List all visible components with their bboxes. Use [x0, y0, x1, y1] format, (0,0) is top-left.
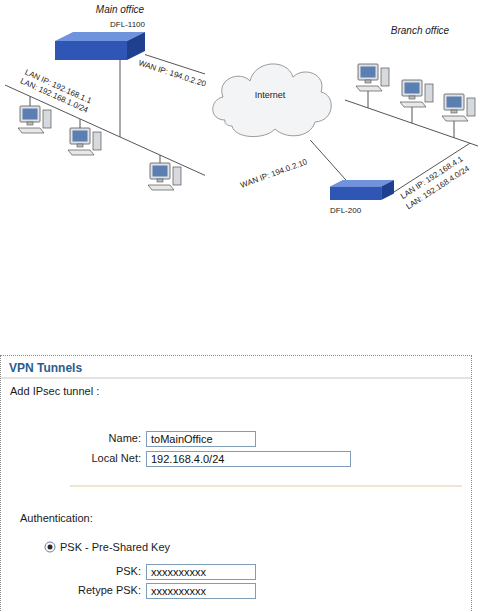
separator-rule [70, 486, 462, 487]
lan-cable [5, 85, 205, 175]
lan-cable [30, 96, 31, 106]
panel-heading: VPN Tunnels [9, 361, 82, 375]
section-label: Authentication: [20, 511, 93, 525]
lan-cable [120, 60, 121, 137]
field-value: xxxxxxxxxx [147, 565, 210, 579]
text-field: xxxxxxxxxx [146, 583, 256, 599]
text-field: 192.168.4.0/24 [146, 451, 351, 467]
workstation [442, 94, 475, 121]
device-model: DFL-200 [330, 206, 361, 216]
workstation [68, 128, 101, 155]
device-body [55, 32, 145, 60]
lan-cable [80, 119, 81, 128]
field-value: xxxxxxxxxx [147, 584, 210, 598]
firewall-device: DFL-1100 [55, 20, 145, 60]
workstation [356, 64, 389, 91]
workstation [400, 80, 433, 107]
office-name: Main office [96, 3, 144, 16]
form-heading: Add IPsec tunnel : [10, 384, 99, 398]
radio-dot [48, 545, 53, 550]
header-rule [1, 378, 471, 379]
wan-link [310, 140, 346, 180]
text-field: toMainOffice [146, 431, 256, 447]
field-label: Local Net: [91, 451, 141, 465]
cloud-label: Internet [255, 90, 286, 101]
text-field: xxxxxxxxxx [146, 564, 256, 580]
lan-cable [454, 121, 455, 138]
field-label: PSK: [116, 564, 141, 578]
device-model: DFL-1100 [110, 20, 145, 30]
radio-label: PSK - Pre-Shared Key [60, 540, 170, 554]
field-value: toMainOffice [147, 432, 217, 446]
lan-cable [412, 107, 413, 123]
device-body [330, 180, 394, 200]
lan-cable [160, 155, 161, 163]
internet-cloud: Internet [205, 50, 335, 140]
workstation [18, 106, 51, 133]
field-label: Retype PSK: [78, 583, 141, 597]
radio-button [45, 542, 55, 552]
firewall-device: DFL-200 [330, 180, 394, 216]
office-name: Branch office [391, 24, 449, 37]
field-label: Name: [109, 431, 141, 445]
ip-label: WAN IP: 194.0.2.20 [136, 58, 208, 90]
ip-label: WAN IP: 194.0.2.10 [238, 157, 309, 191]
field-value: 192.168.4.0/24 [147, 452, 228, 466]
workstation [148, 163, 181, 190]
lan-cable [368, 91, 369, 108]
